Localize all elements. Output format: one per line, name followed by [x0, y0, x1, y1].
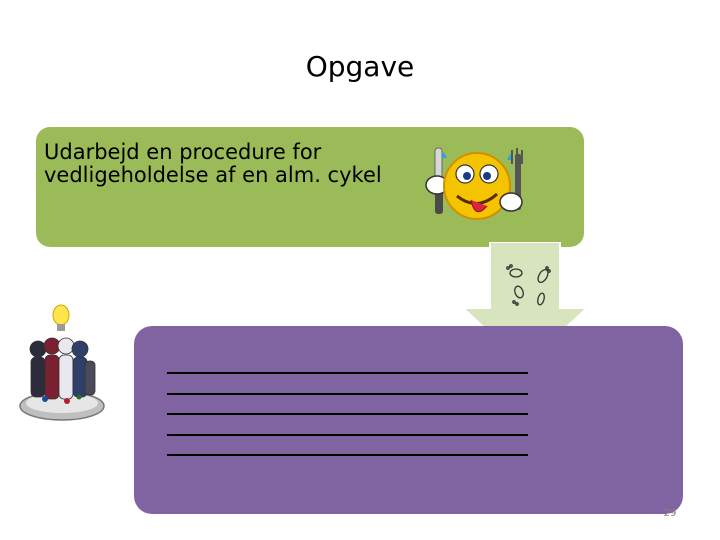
answer-lines	[167, 372, 528, 475]
task-text: Udarbejd en procedure for vedligeholdels…	[44, 140, 382, 187]
people-around-lightbulb-icon	[19, 304, 105, 421]
answer-line	[167, 372, 528, 374]
answer-box	[134, 326, 683, 514]
answer-line	[167, 433, 528, 436]
answer-line	[167, 392, 528, 395]
slide-title: Opgave	[305, 50, 415, 83]
smiley-with-knife-fork-icon	[425, 147, 523, 220]
answer-line	[167, 454, 528, 456]
answer-line	[167, 413, 528, 415]
footprints-icon	[506, 264, 551, 306]
page-number: 29	[663, 508, 677, 519]
